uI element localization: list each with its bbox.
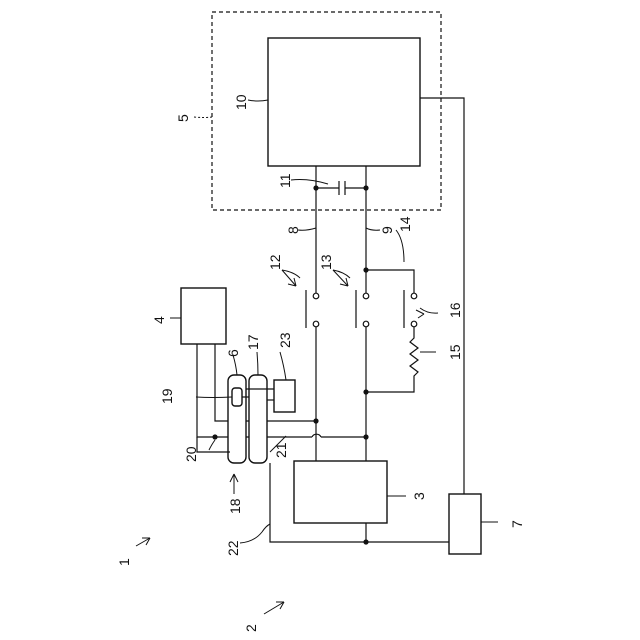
block-23 bbox=[274, 380, 295, 412]
label-16: 16 bbox=[447, 302, 463, 318]
label-23: 23 bbox=[277, 332, 293, 348]
label-8: 8 bbox=[285, 226, 301, 234]
relay-13 bbox=[356, 290, 369, 328]
label-19: 19 bbox=[159, 388, 175, 404]
label-14: 14 bbox=[397, 216, 413, 232]
label-15: 15 bbox=[447, 344, 463, 360]
label-21: 21 bbox=[273, 442, 289, 458]
terminal-19 bbox=[232, 388, 242, 406]
label-6: 6 bbox=[225, 349, 241, 357]
label-4: 4 bbox=[151, 316, 167, 324]
leader-lines bbox=[136, 100, 498, 614]
signal-line-10-7 bbox=[420, 98, 464, 494]
label-9: 9 bbox=[379, 226, 395, 234]
wire-20 bbox=[197, 437, 230, 452]
label-13: 13 bbox=[318, 254, 334, 270]
label-12: 12 bbox=[267, 254, 283, 270]
block-10 bbox=[268, 38, 420, 166]
block-7 bbox=[449, 494, 481, 554]
label-18: 18 bbox=[227, 498, 243, 514]
block-4 bbox=[181, 288, 226, 344]
label-10: 10 bbox=[233, 94, 249, 110]
label-5: 5 bbox=[175, 114, 191, 122]
label-2: 2 bbox=[243, 624, 259, 632]
label-7: 7 bbox=[509, 520, 525, 528]
connector-17 bbox=[249, 375, 267, 463]
capacitor-11 bbox=[313, 181, 368, 195]
label-1: 1 bbox=[116, 558, 132, 566]
block-3 bbox=[294, 461, 387, 523]
relay-12 bbox=[306, 290, 319, 328]
label-3: 3 bbox=[411, 492, 427, 500]
label-22: 22 bbox=[225, 540, 241, 556]
label-11: 11 bbox=[277, 173, 293, 188]
resistor-15 bbox=[363, 327, 418, 395]
relay-16 bbox=[363, 267, 416, 328]
label-17: 17 bbox=[245, 334, 261, 350]
label-20: 20 bbox=[183, 446, 199, 462]
